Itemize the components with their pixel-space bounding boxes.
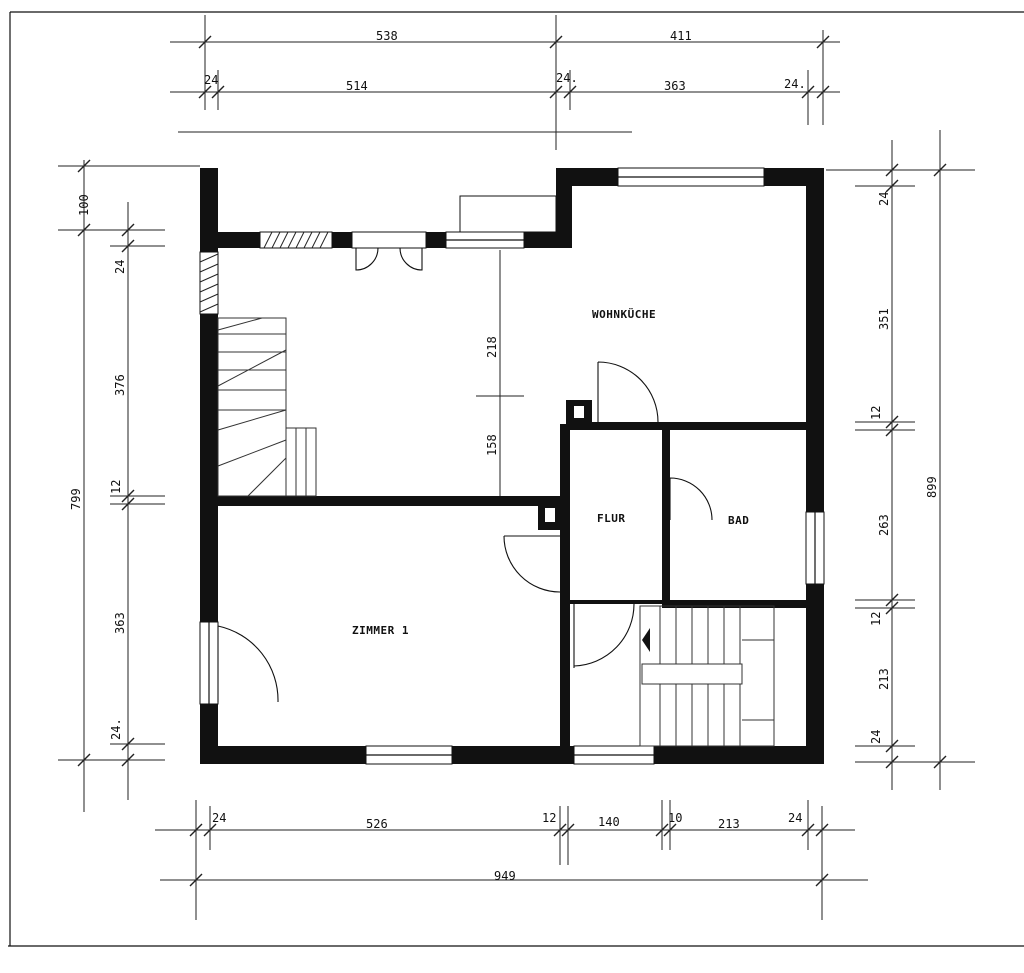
right-dimension-chain — [826, 130, 975, 790]
dim-bottom-949: 949 — [494, 869, 516, 883]
dim-right-12a: 12 — [869, 406, 883, 420]
dim-top-538: 538 — [376, 29, 398, 43]
stair-right — [639, 605, 775, 747]
dim-left-376: 376 — [113, 374, 127, 396]
dim-top-411: 411 — [670, 29, 692, 43]
dim-inner-218: 218 — [485, 336, 499, 358]
dim-top-514: 514 — [346, 79, 368, 93]
walls — [200, 168, 824, 764]
dim-top-24a: 24 — [204, 73, 218, 87]
room-label-room1: ZIMMER 1 — [352, 624, 409, 637]
dim-right-263: 263 — [877, 514, 891, 536]
doors — [217, 247, 713, 703]
room-label-hall: FLUR — [597, 512, 626, 525]
dim-left-12: 12 — [109, 480, 123, 494]
left-dimension-chain — [58, 159, 200, 812]
dim-bottom-213: 213 — [718, 817, 740, 831]
inner-dimension — [476, 250, 524, 496]
dim-top-363: 363 — [664, 79, 686, 93]
dim-bottom-140: 140 — [598, 815, 620, 829]
sheet-border — [8, 11, 1024, 947]
room-label-kitchen: WOHNKÜCHE — [592, 307, 656, 321]
dim-bottom-10: 10 — [668, 811, 682, 825]
dim-right-213: 213 — [877, 668, 891, 690]
dim-right-12b: 12 — [869, 612, 883, 626]
dim-left-24b: 24. — [109, 718, 123, 740]
dim-left-100: 100 — [77, 194, 91, 216]
dim-bottom-12: 12 — [542, 811, 556, 825]
dim-right-351: 351 — [877, 308, 891, 330]
dim-bottom-24b: 24 — [788, 811, 802, 825]
dim-bottom-24a: 24 — [212, 811, 226, 825]
dim-bottom-526: 526 — [366, 817, 388, 831]
dim-top-24c: 24. — [784, 77, 806, 91]
dim-left-363: 363 — [113, 612, 127, 634]
dim-right-24b: 24 — [869, 730, 883, 744]
dim-right-24a: 24 — [877, 192, 891, 206]
dim-left-24: 24 — [113, 260, 127, 274]
top-dimension-chain — [170, 15, 840, 150]
dim-left-799: 799 — [69, 488, 83, 510]
windows — [199, 167, 825, 765]
stair-left — [217, 317, 317, 497]
room-label-bath: BAD — [728, 514, 749, 527]
dim-top-24b: 24. — [556, 71, 578, 85]
dim-inner-158: 158 — [485, 434, 499, 456]
bottom-dimension-chain — [155, 800, 868, 920]
dim-right-899: 899 — [925, 476, 939, 498]
